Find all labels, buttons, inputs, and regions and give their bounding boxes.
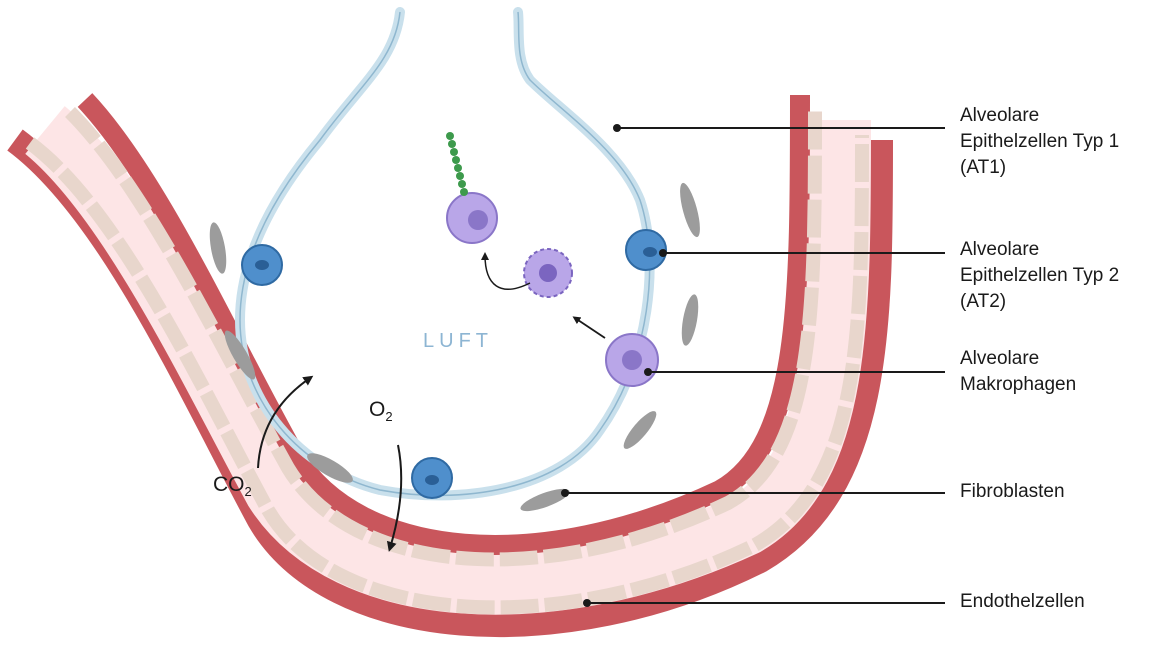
alveolar-epithelium-outline (240, 12, 650, 495)
label-at1-line2: Epithelzellen Typ 1 (960, 129, 1119, 155)
co2-label: CO2 (213, 473, 252, 499)
macrophage (524, 249, 572, 297)
capillary-vessel (15, 95, 880, 624)
co2-base: CO (213, 473, 245, 496)
label-macrophages: Alveolare Makrophagen (960, 346, 1076, 398)
label-fibroblasts: Fibroblasten (960, 479, 1065, 505)
label-macro-line2: Makrophagen (960, 372, 1076, 398)
label-at2-line1: Alveolare (960, 237, 1119, 263)
air-label: LUFT (423, 330, 493, 353)
o2-label: O2 (369, 398, 393, 424)
at2-cell (242, 245, 282, 285)
arrow-icon (575, 318, 605, 338)
arrow-icon (485, 255, 530, 289)
o2-sub: 2 (385, 409, 392, 424)
alveolus (240, 12, 650, 495)
macrophage (447, 193, 497, 243)
label-at1-line3: (AT1) (960, 155, 1119, 181)
macrophage (606, 334, 658, 386)
label-at2-line3: (AT2) (960, 289, 1119, 315)
label-at2-line2: Epithelzellen Typ 2 (960, 263, 1119, 289)
at2-cell (626, 230, 666, 270)
label-endothelial: Endothelzellen (960, 589, 1085, 615)
o2-base: O (369, 398, 385, 421)
label-at1-line1: Alveolare (960, 103, 1119, 129)
at2-cell (412, 458, 452, 498)
label-at1: Alveolare Epithelzellen Typ 1 (AT1) (960, 103, 1119, 181)
label-at2: Alveolare Epithelzellen Typ 2 (AT2) (960, 237, 1119, 315)
bacteria-icon (446, 132, 468, 196)
label-macro-line1: Alveolare (960, 346, 1076, 372)
alveolar-epithelium (240, 12, 650, 495)
co2-sub: 2 (245, 484, 252, 499)
